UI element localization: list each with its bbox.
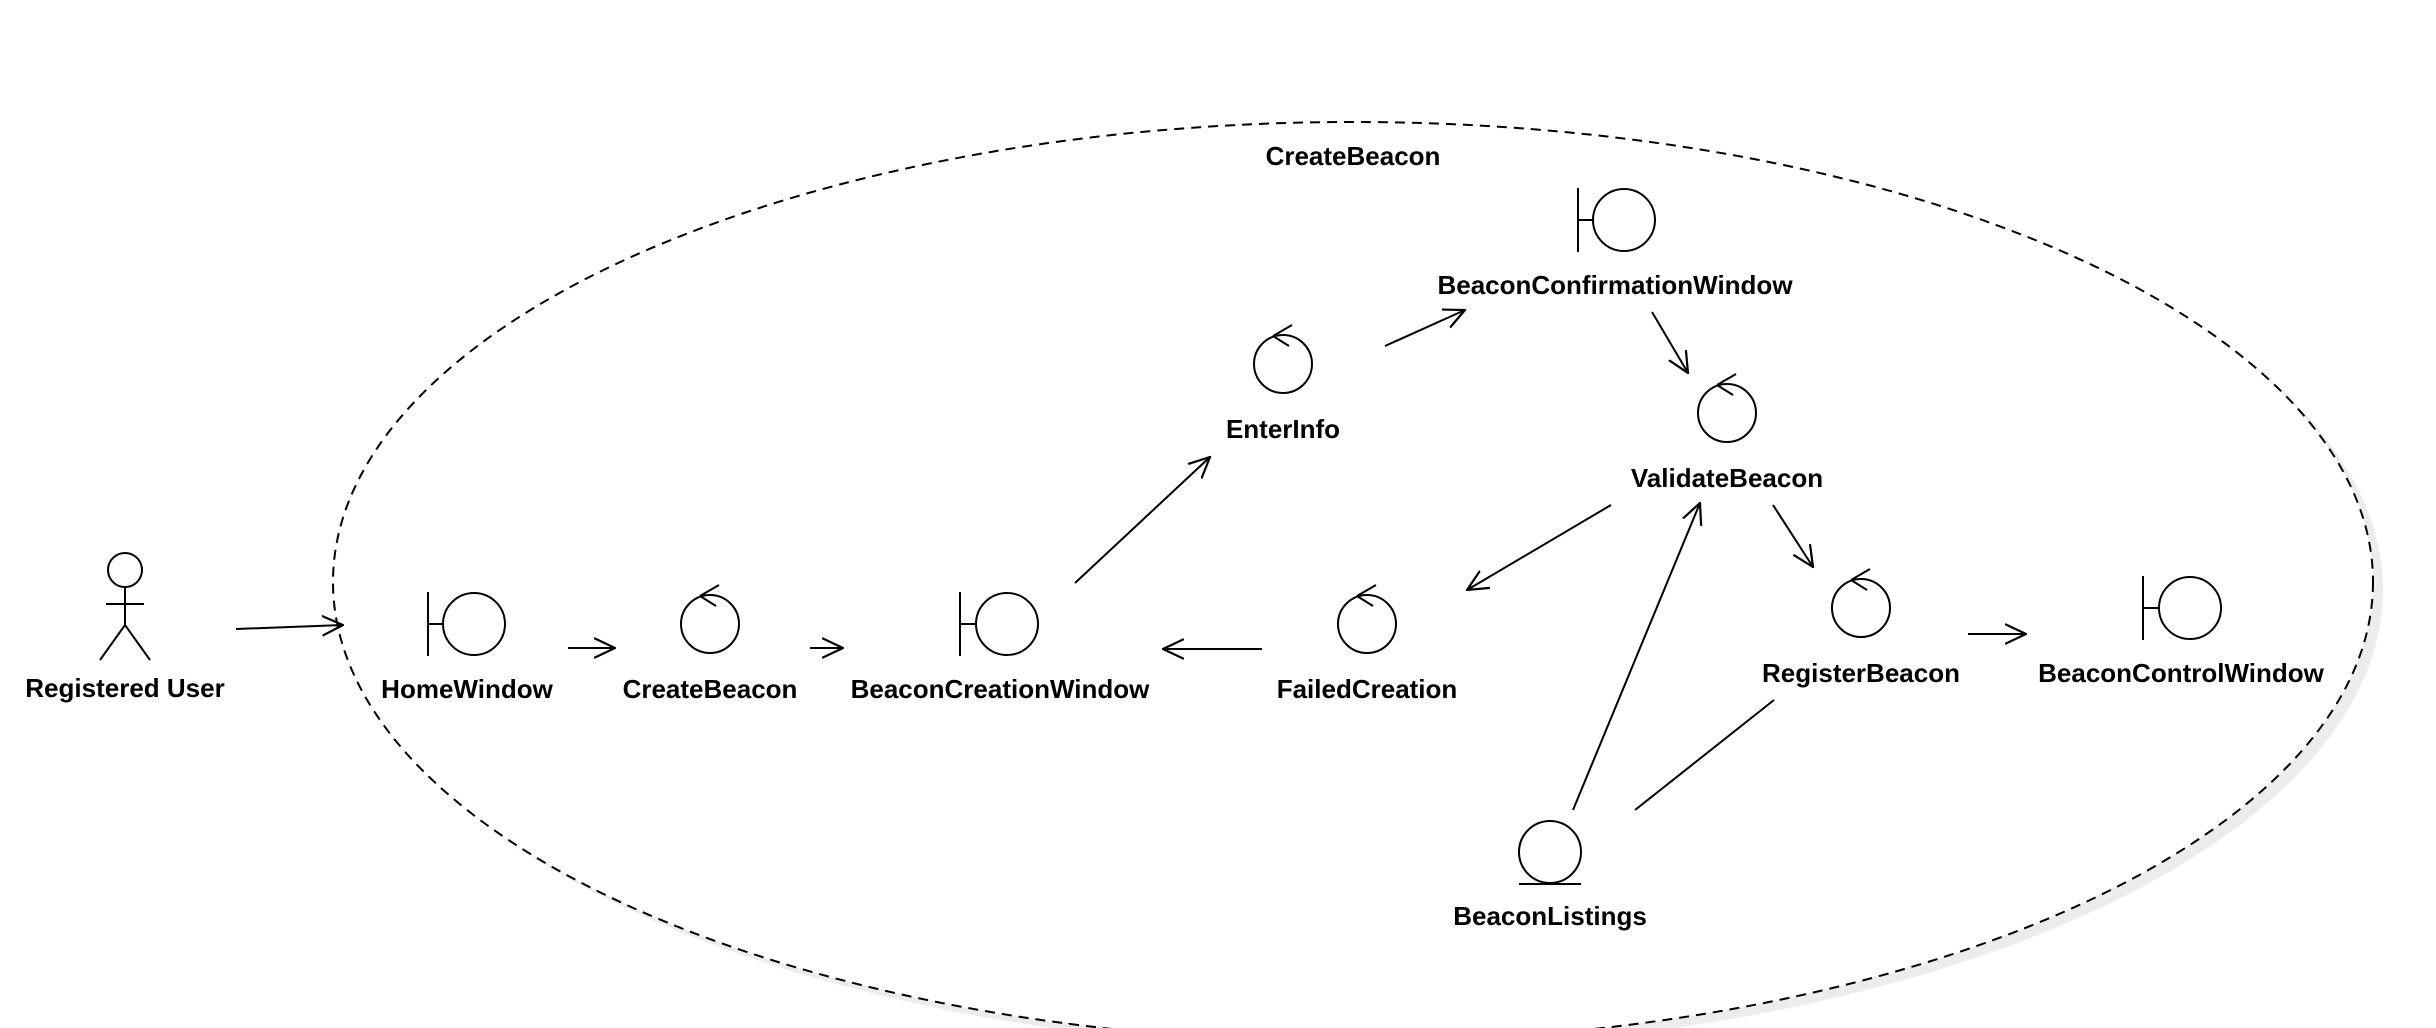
boundary-ellipse [332, 121, 2374, 1028]
node-beacon-listings[interactable]: BeaconListings [1453, 820, 1647, 931]
actor-label: Registered User [25, 673, 224, 703]
node-beacon-creation-window[interactable]: BeaconCreationWindow [851, 592, 1151, 704]
control-icon [1697, 373, 1757, 443]
edge-confirmation-window-to-validate-beacon [1651, 311, 1688, 373]
node-beacon-control-window[interactable]: BeaconControlWindow [2038, 576, 2325, 688]
edge-enter-info-to-confirmation-window [1384, 310, 1465, 347]
node-label: HomeWindow [381, 674, 553, 704]
edge-listings-to-register-beacon [1634, 699, 1775, 811]
node-label: BeaconControlWindow [2038, 658, 2325, 688]
node-label: CreateBeacon [623, 674, 798, 704]
node-label: FailedCreation [1277, 674, 1458, 704]
node-enter-info[interactable]: EnterInfo [1226, 324, 1340, 444]
actor-icon [99, 552, 151, 661]
node-validate-beacon[interactable]: ValidateBeacon [1631, 373, 1823, 493]
node-label: BeaconCreationWindow [851, 674, 1151, 704]
node-label: BeaconListings [1453, 901, 1647, 931]
boundary-icon [1577, 188, 1656, 252]
node-register-beacon[interactable]: RegisterBeacon [1762, 568, 1960, 688]
control-icon [680, 584, 740, 654]
node-label: BeaconConfirmationWindow [1437, 270, 1793, 300]
node-label: ValidateBeacon [1631, 463, 1823, 493]
node-label: RegisterBeacon [1762, 658, 1960, 688]
control-icon [1831, 568, 1891, 638]
edge-creation-window-to-enter-info [1074, 457, 1210, 584]
boundary-icon [2142, 576, 2222, 640]
node-failed-creation[interactable]: FailedCreation [1277, 584, 1458, 704]
boundary-title: CreateBeacon [1266, 141, 1441, 171]
entity-icon [1518, 820, 1582, 885]
edge-validate-beacon-to-register-beacon [1772, 504, 1813, 567]
node-create-beacon[interactable]: CreateBeacon [623, 584, 798, 704]
actor-registered-user[interactable]: Registered User [25, 552, 225, 703]
node-home-window[interactable]: HomeWindow [381, 592, 554, 704]
node-beacon-confirmation-window[interactable]: BeaconConfirmationWindow [1437, 188, 1793, 300]
boundary-icon [959, 592, 1039, 656]
control-icon [1253, 324, 1313, 394]
edge-validate-beacon-to-failed-creation [1467, 504, 1612, 590]
node-label: EnterInfo [1226, 414, 1340, 444]
edge-actor-to-boundary [235, 625, 343, 629]
edge-listings-to-validate-beacon [1572, 503, 1700, 811]
control-icon [1337, 584, 1397, 654]
boundary-icon [427, 592, 506, 656]
